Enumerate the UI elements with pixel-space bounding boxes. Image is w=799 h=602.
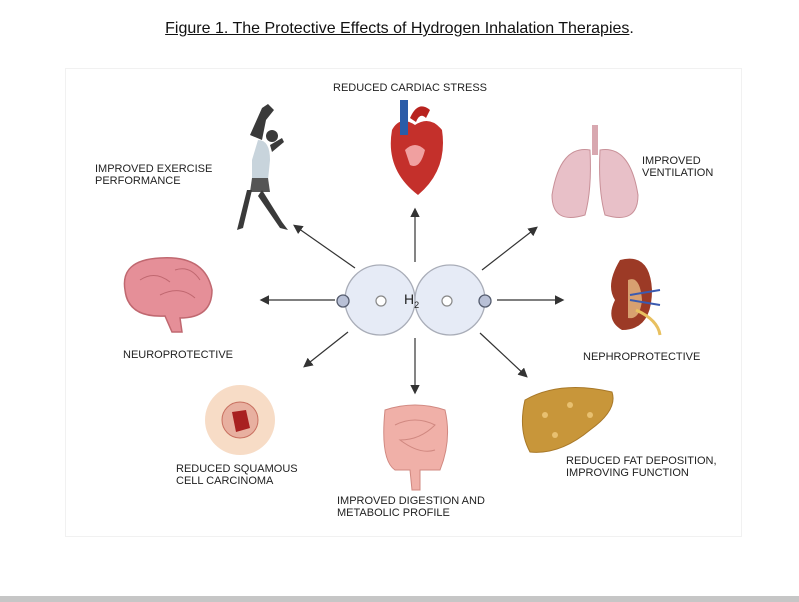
arrows	[259, 207, 565, 395]
label-neuroprotective: NEUROPROTECTIVE	[123, 349, 234, 361]
figure-panel	[65, 68, 742, 537]
brain-icon	[123, 257, 213, 333]
arrow-up-left	[293, 224, 356, 269]
label-nephroprotective: NEPHROPROTECTIVE	[583, 351, 701, 363]
label-fat-deposition: REDUCED FAT DEPOSITION,IMPROVING FUNCTIO…	[566, 455, 717, 479]
label-cardiac: REDUCED CARDIAC STRESS	[333, 82, 488, 94]
figure-title: Figure 1. The Protective Effects of Hydr…	[165, 20, 634, 37]
arrow-down-right	[479, 332, 528, 378]
kidney-icon	[611, 258, 662, 336]
intestine-icon	[383, 404, 449, 491]
lungs-icon	[551, 125, 639, 218]
h2-label: H2	[404, 291, 420, 310]
exercise-person-icon	[237, 104, 288, 230]
arrow-down-left	[303, 331, 349, 368]
liver-icon	[521, 387, 614, 453]
h2-molecule-icon	[336, 264, 492, 336]
arrow-up-right	[481, 226, 538, 271]
heart-icon	[390, 100, 443, 195]
squamous-carcinoma-icon	[205, 385, 275, 455]
bottom-bar	[0, 596, 799, 602]
